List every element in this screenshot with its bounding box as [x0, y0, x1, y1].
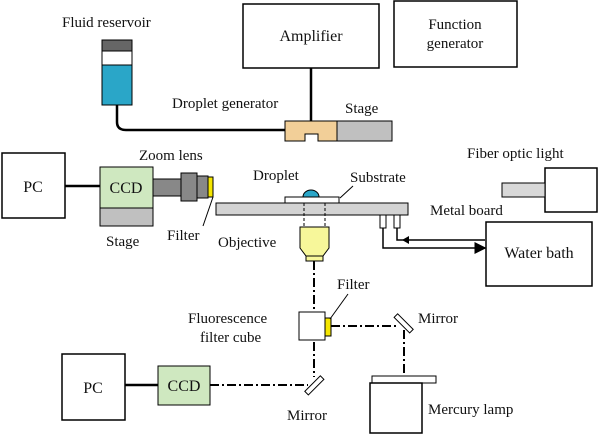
- return-arrow: [402, 236, 409, 244]
- ccd-top-box: CCD: [99, 166, 154, 209]
- ccd-bottom-box: CCD: [157, 365, 211, 406]
- zoom-lens-label: Zoom lens: [139, 148, 203, 164]
- droplet-generator: [284, 120, 338, 142]
- stage-left: [99, 207, 154, 227]
- filter-cube-filter-label: Filter: [337, 277, 370, 293]
- zoom-lens: [152, 172, 214, 202]
- mirror-bottom-label: Mirror: [287, 408, 327, 424]
- droplet: [302, 189, 320, 198]
- droplet-generator-label: Droplet generator: [172, 96, 278, 112]
- pc-top-box: PC: [1, 152, 66, 219]
- objective: [299, 226, 330, 262]
- substrate-label: Substrate: [350, 170, 406, 186]
- function-generator-box: Function generator: [393, 0, 518, 68]
- fiber-optic-light-label: Fiber optic light: [467, 146, 564, 162]
- fluid-reservoir: [101, 39, 133, 106]
- ccd-top-label: CCD: [110, 180, 143, 197]
- pc-bottom-box: PC: [61, 353, 126, 421]
- optical-path: [210, 261, 405, 386]
- fluorescence-label-line2: filter cube: [200, 330, 262, 346]
- filter-cube-filter: [324, 317, 332, 337]
- filter-left-leader: [202, 196, 214, 227]
- mirror-bottom: [304, 375, 325, 396]
- substrate: [284, 196, 340, 204]
- function-generator-label-line1: Function: [428, 17, 482, 33]
- stage-top: [336, 120, 393, 142]
- ccd-bottom-label: CCD: [168, 378, 201, 395]
- droplet-label: Droplet: [253, 168, 300, 184]
- mirror-right-label: Mirror: [418, 311, 458, 327]
- filter-left-label: Filter: [167, 228, 200, 244]
- function-generator-label-line2: generator: [427, 36, 484, 52]
- fluorescence-label-line1: Fluorescence: [188, 311, 267, 327]
- return-pipe: [396, 228, 485, 241]
- fiber-optic-light: [501, 167, 598, 213]
- filter-left: [207, 176, 214, 198]
- reservoir-tube: [115, 105, 285, 132]
- fluid-reservoir-label: Fluid reservoir: [62, 15, 151, 31]
- mercury-lamp-label: Mercury lamp: [428, 402, 513, 418]
- stage-left-label: Stage: [106, 234, 140, 250]
- filter-cube-leader: [329, 293, 349, 320]
- water-bath-box: Water bath: [485, 221, 593, 287]
- board-connectors: [379, 214, 401, 229]
- water-bath-label: Water bath: [504, 245, 573, 262]
- stage-top-label: Stage: [345, 101, 379, 117]
- mercury-lamp: [369, 375, 437, 434]
- fluorescence-filter-cube: [298, 311, 326, 341]
- amplifier-label: Amplifier: [279, 28, 343, 45]
- pc-top-label: PC: [23, 179, 43, 196]
- outflow-pipe: [382, 228, 487, 254]
- amplifier-box: Amplifier: [242, 3, 380, 69]
- objective-label: Objective: [218, 235, 277, 251]
- metal-board: [215, 202, 409, 216]
- metal-board-label: Metal board: [430, 203, 503, 219]
- substrate-leader: [339, 185, 354, 199]
- mirror-right: [393, 313, 414, 334]
- pc-bottom-label: PC: [83, 380, 103, 397]
